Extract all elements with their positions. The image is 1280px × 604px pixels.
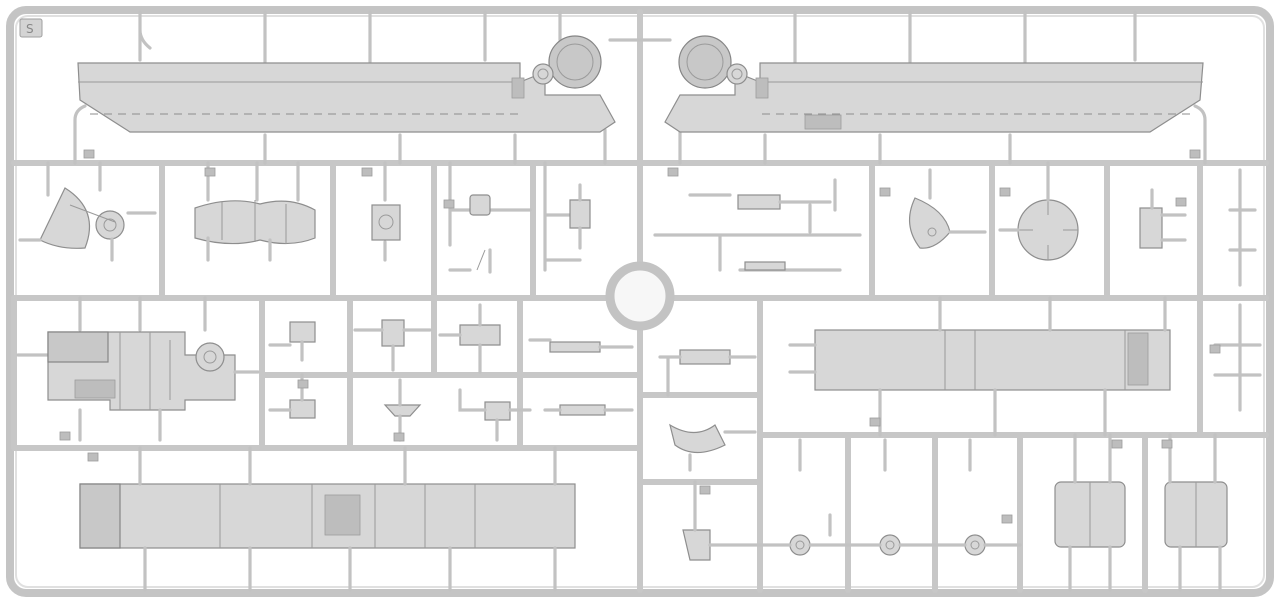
part-rolled-tarp	[194, 161, 316, 262]
part-small-rect-center-right	[658, 349, 757, 397]
part-wheel-1	[758, 534, 850, 556]
part-hull-side-left	[77, 35, 616, 133]
part-bracket-sector	[18, 161, 157, 262]
part-ring-frame	[998, 161, 1079, 261]
part-bottom-long-panel	[79, 446, 576, 592]
part-number-tabs	[59, 149, 1221, 524]
gates-top	[73, 10, 1207, 165]
part-engine-block	[16, 296, 260, 442]
sprue-letter: S	[26, 22, 34, 36]
part-small-fittings	[448, 161, 591, 274]
part-small-housings	[682, 438, 1022, 561]
part-box-pair-left	[1054, 433, 1126, 592]
part-long-panel	[788, 296, 1171, 437]
part-half-dome	[909, 168, 987, 249]
part-small-brackets	[1139, 168, 1257, 287]
part-rod-assembly	[653, 178, 862, 272]
part-small-cluster-a	[268, 303, 532, 442]
sprue-letter-tab: S	[19, 18, 43, 38]
part-hull-side-right	[664, 35, 1204, 133]
part-box-pair-right	[1164, 433, 1228, 592]
sprue-hub-ring	[605, 261, 675, 331]
part-wheel-2	[846, 534, 937, 556]
part-curved-guard	[669, 423, 757, 472]
part-right-brackets	[1213, 303, 1262, 412]
part-small-plate	[371, 161, 401, 262]
runner-vertical-dividers	[11, 160, 1203, 593]
part-wheel-3	[933, 534, 1022, 556]
part-flat-plates	[528, 338, 634, 416]
